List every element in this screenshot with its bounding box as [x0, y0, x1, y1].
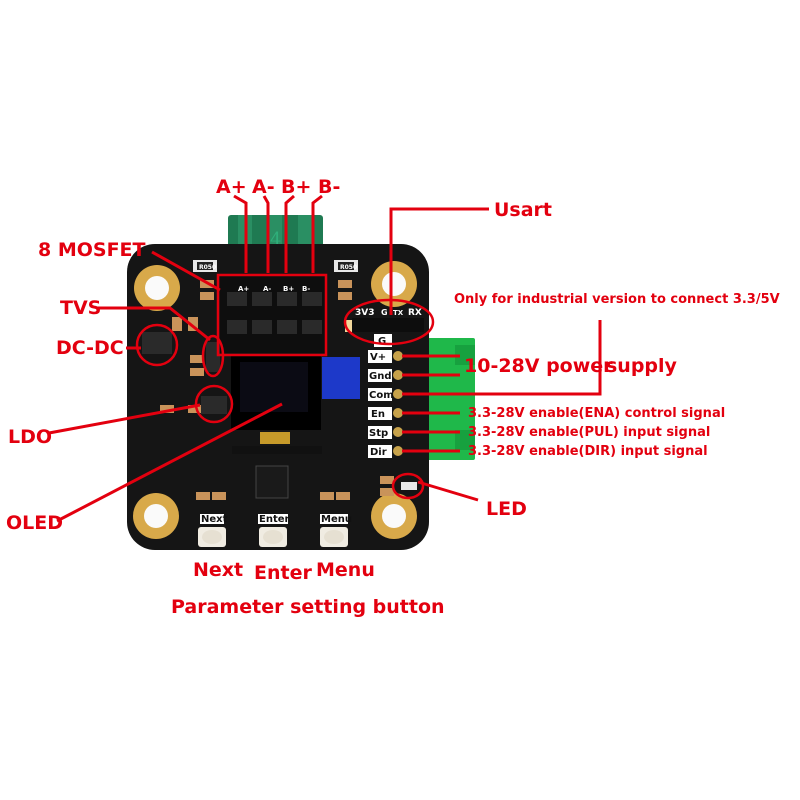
svg-text:G: G: [381, 308, 388, 317]
usart-note: Only for industrial version to connect 3…: [454, 292, 780, 307]
ldo-chip: [201, 396, 227, 414]
svg-text:B-: B-: [302, 285, 310, 293]
svg-text:R050: R050: [199, 264, 216, 271]
mcu-chip: [255, 465, 289, 499]
terminal-labels: G V+ Gnd Com En Stp Dir: [368, 334, 394, 458]
potentiometer: [322, 357, 360, 399]
button-label-next: Next: [193, 559, 244, 581]
svg-text:Dir: Dir: [370, 447, 387, 458]
terminal-pins: [393, 351, 403, 456]
ldo-label: LDO: [8, 426, 53, 448]
svg-text:RX: RX: [408, 308, 422, 318]
motor-connector-mark: 4: [270, 229, 281, 250]
motor-pin-label-b-plus: B+: [281, 176, 312, 198]
button-label-enter: Enter: [254, 562, 312, 584]
tvs-diode: [206, 342, 220, 372]
button-label-menu: Menu: [316, 559, 375, 581]
svg-text:Next: Next: [201, 514, 228, 525]
usart-header: 3V3 G TX RX: [352, 308, 424, 332]
tvs-label: TVS: [60, 297, 102, 319]
button-next[interactable]: Next: [198, 514, 228, 547]
shunt-resistor: R050: [334, 260, 358, 272]
dcdc-label: DC-DC: [56, 337, 124, 359]
mounting-hole: [134, 265, 180, 311]
svg-text:3V3: 3V3: [355, 308, 375, 318]
svg-text:Stp: Stp: [369, 428, 388, 439]
oled-display: [231, 356, 322, 454]
svg-text:V+: V+: [370, 352, 386, 363]
status-led: [401, 482, 417, 490]
annotation-lines: [48, 194, 602, 523]
buttons-caption: Parameter setting button: [171, 596, 445, 618]
dcdc-chip: [142, 332, 172, 354]
button-enter[interactable]: Enter: [258, 514, 290, 547]
svg-text:Gnd: Gnd: [369, 371, 392, 382]
svg-text:Menu: Menu: [321, 514, 352, 525]
led-label: LED: [486, 498, 527, 520]
mosfet-array: A+ A- B+ B-: [220, 275, 326, 353]
shunt-resistor: R050: [193, 260, 217, 272]
svg-text:Enter: Enter: [259, 514, 290, 525]
svg-text:A+: A+: [238, 285, 249, 293]
power-supply-label: 10-28V power: [464, 355, 613, 377]
mounting-hole: [133, 493, 179, 539]
motor-pin-label-b-minus: B-: [318, 176, 341, 198]
svg-text:Com: Com: [369, 390, 394, 401]
dir-signal-label: 3.3-28V enable(DIR) input signal: [468, 444, 708, 459]
mosfet-label: 8 MOSFET: [38, 239, 146, 261]
svg-text:B+: B+: [283, 285, 294, 293]
usart-label: Usart: [494, 199, 553, 221]
motor-pin-label-a-plus: A+: [216, 176, 247, 198]
button-menu[interactable]: Menu: [320, 514, 352, 547]
svg-text:A-: A-: [263, 285, 271, 293]
svg-text:TX: TX: [393, 309, 404, 317]
svg-text:En: En: [371, 409, 385, 420]
mounting-hole: [371, 261, 417, 307]
svg-text:G: G: [378, 336, 386, 347]
mounting-hole: [371, 493, 417, 539]
power-supply-label-suffix: supply: [606, 355, 677, 377]
svg-text:R050: R050: [340, 264, 357, 271]
motor-pin-label-a-minus: A-: [252, 176, 275, 198]
pul-signal-label: 3.3-28V enable(PUL) input signal: [468, 425, 711, 440]
oled-label: OLED: [6, 512, 64, 534]
ena-signal-label: 3.3-28V enable(ENA) control signal: [468, 406, 726, 421]
